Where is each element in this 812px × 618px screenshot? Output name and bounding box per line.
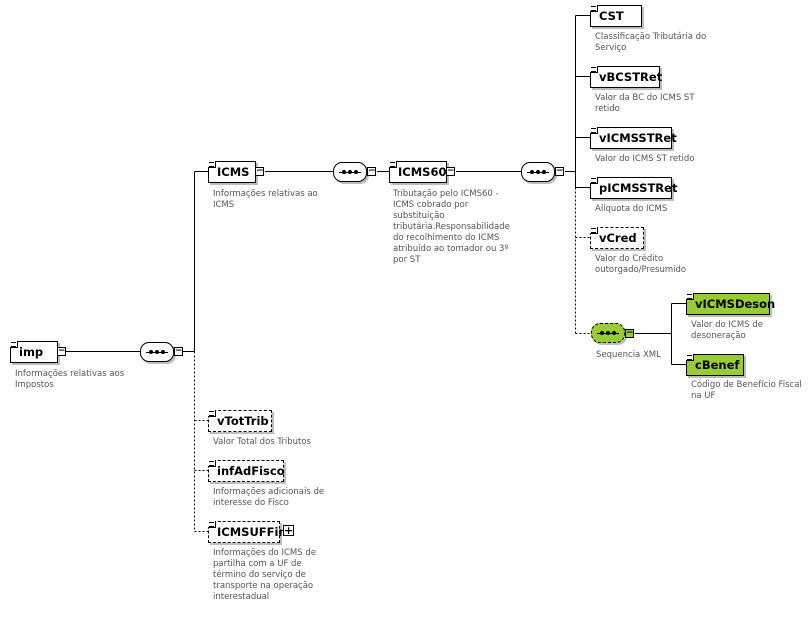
element-doc-icon	[590, 127, 598, 134]
vtottrib-description: Valor Total dos Tributos	[213, 437, 311, 447]
sequence-compositor-icon	[140, 342, 174, 362]
icms60-label: ICMS60	[398, 165, 447, 179]
icms60-element[interactable]: ICMS60	[389, 161, 447, 183]
icms-element[interactable]: ICMS	[208, 161, 256, 183]
vicmsstret-element[interactable]: vICMSSTRet	[590, 127, 677, 149]
icmsuffim-label: ICMSUFFim	[217, 525, 291, 539]
minus-toggle-icon[interactable]: −	[57, 346, 66, 356]
element-doc-icon	[10, 341, 18, 348]
cst-element[interactable]: CST	[590, 5, 642, 27]
cst-description: Classificação Tributária do Serviço	[595, 32, 707, 53]
plus-toggle-icon[interactable]: +	[283, 524, 294, 537]
element-doc-icon	[590, 227, 598, 234]
element-doc-icon	[590, 177, 598, 184]
imp-element[interactable]: imp	[10, 341, 58, 363]
imp-label: imp	[19, 345, 44, 359]
vicmsstret-label: vICMSSTRet	[599, 131, 677, 145]
vcred-description: Valor do Crédito outorgado/Presumido	[595, 254, 687, 275]
element-doc-icon	[686, 354, 694, 361]
element-doc-icon	[686, 293, 694, 300]
vicmsdeson-description: Valor do ICMS de desoneração	[691, 320, 763, 341]
icmsuffim-description: Informações do ICMS de partilha com a UF…	[213, 548, 316, 602]
minus-toggle-icon[interactable]: −	[446, 166, 455, 176]
element-doc-icon	[208, 460, 216, 467]
minus-toggle-icon[interactable]: −	[367, 166, 376, 176]
vtottrib-label: vTotTrib	[217, 414, 269, 428]
element-doc-icon	[389, 161, 397, 168]
imp-description: Informações relativas aos Impostos	[15, 369, 125, 390]
vicmsdeson-element[interactable]: vICMSDeson	[686, 293, 775, 315]
sequence-compositor-icon	[333, 162, 367, 182]
element-doc-icon	[590, 5, 598, 12]
vtottrib-element[interactable]: vTotTrib	[208, 410, 272, 432]
minus-toggle-icon[interactable]: −	[174, 346, 183, 356]
vcred-label: vCred	[599, 231, 637, 245]
cbenef-description: Código de Benefício Fiscal na UF	[691, 380, 802, 401]
sequence-compositor-icon	[521, 162, 555, 182]
icms60-description: Tributação pelo ICMS60 - ICMS cobrado po…	[393, 189, 510, 265]
vcred-element[interactable]: vCred	[590, 227, 644, 249]
cbenef-label: cBenef	[695, 358, 740, 372]
picmsstret-element[interactable]: pICMSSTRet	[590, 177, 677, 199]
picmsstret-description: Alíquota do ICMS	[595, 204, 668, 214]
icms-description: Informações relativas ao ICMS	[213, 189, 318, 210]
infadfisco-label: infAdFisco	[217, 464, 285, 478]
vbcstret-label: vBCSTRet	[599, 70, 663, 84]
vicmsstret-description: Valor do ICMS ST retido	[595, 154, 695, 164]
sequence-compositor-icon	[591, 323, 625, 343]
vicmsdeson-label: vICMSDeson	[695, 297, 776, 311]
minus-toggle-icon[interactable]: −	[555, 166, 564, 176]
sequencia-xml-description: Sequencia XML	[596, 350, 661, 360]
element-doc-icon	[590, 66, 598, 73]
infadfisco-description: Informações adicionais de interesse do F…	[213, 487, 325, 508]
cst-label: CST	[599, 9, 624, 23]
infadfisco-element[interactable]: infAdFisco	[208, 460, 285, 482]
vbcstret-element[interactable]: vBCSTRet	[590, 66, 663, 88]
element-doc-icon	[208, 410, 216, 417]
minus-toggle-icon[interactable]: −	[625, 328, 634, 338]
element-doc-icon	[208, 161, 216, 168]
cbenef-element[interactable]: cBenef	[686, 354, 744, 376]
element-doc-icon	[208, 521, 216, 528]
minus-toggle-icon[interactable]: −	[255, 166, 264, 176]
picmsstret-label: pICMSSTRet	[599, 181, 678, 195]
vbcstret-description: Valor da BC do ICMS ST retido	[595, 93, 695, 114]
icmsuffim-element[interactable]: ICMSUFFim	[208, 521, 290, 543]
icms-label: ICMS	[217, 165, 250, 179]
